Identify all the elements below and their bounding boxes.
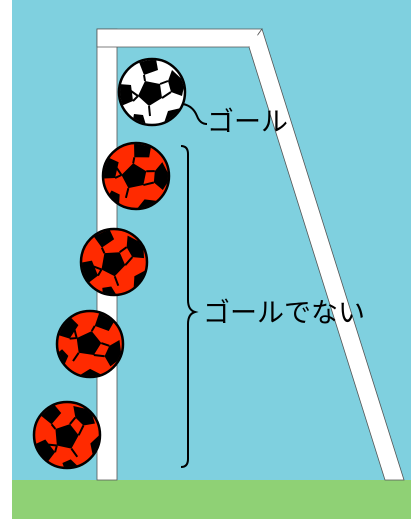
soccer-ball-goal	[119, 59, 185, 125]
grass-ground	[12, 480, 411, 519]
label-goal: ゴール	[207, 107, 288, 138]
label-not-goal: ゴールでない	[203, 298, 365, 329]
